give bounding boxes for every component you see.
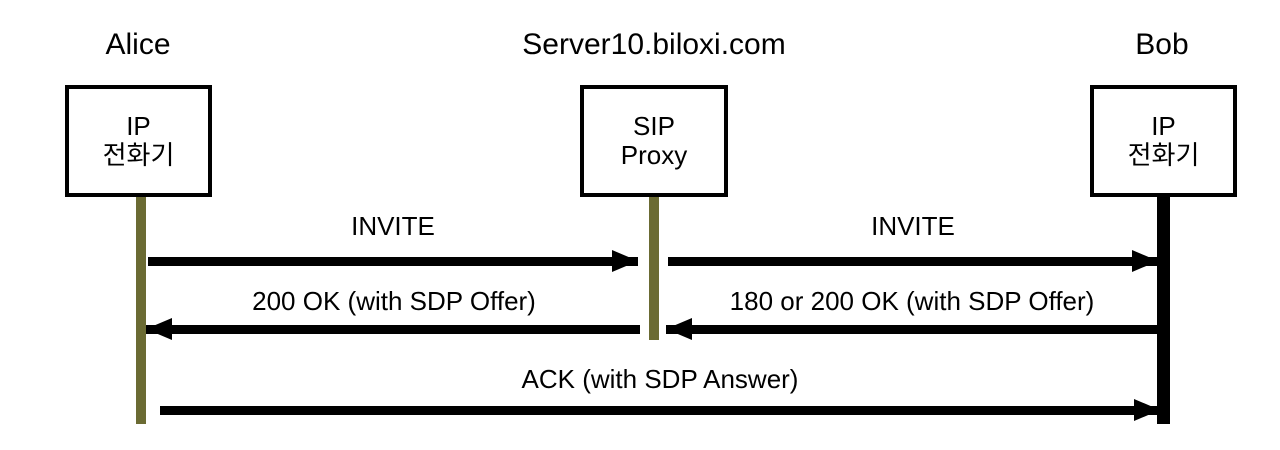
participant-heading-bob: Bob: [1135, 28, 1189, 61]
lifeline-bob: [1157, 196, 1170, 424]
participant-box-proxy-line-1: SIP: [633, 110, 675, 141]
message-label-ok-proxy-alice: 200 OK (with SDP Offer): [252, 286, 536, 316]
message-label-ok-bob-proxy: 180 or 200 OK (with SDP Offer): [729, 286, 1095, 316]
participant-box-proxy-line-2: Proxy: [620, 140, 688, 170]
participant-heading-proxy: Server10.biloxi.com: [522, 28, 786, 61]
participant-box-bob: IP 전화기: [1090, 85, 1237, 197]
lifeline-proxy: [649, 196, 659, 340]
participant-box-bob-line-1: IP: [1151, 110, 1176, 141]
message-label-invite-proxy-bob: INVITE: [871, 211, 955, 241]
participant-heading-alice: Alice: [105, 28, 171, 61]
participant-box-alice-line-2: 전화기: [102, 140, 175, 170]
message-label-ack-alice-bob: ACK (with SDP Answer): [521, 364, 799, 394]
message-label-invite-alice-proxy: INVITE: [351, 211, 435, 241]
lifeline-alice: [136, 196, 146, 424]
participant-box-alice: IP 전화기: [65, 85, 212, 197]
participant-box-proxy: SIP Proxy: [580, 85, 728, 197]
participant-box-alice-line-1: IP: [126, 110, 151, 141]
participant-box-bob-line-2: 전화기: [1127, 140, 1200, 170]
